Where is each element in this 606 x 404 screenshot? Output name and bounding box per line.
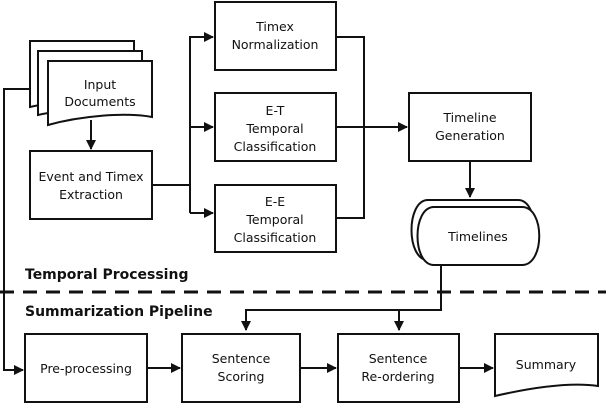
node-ee-temporal-classification: E-E Temporal Classification — [214, 184, 337, 253]
node-label-line: Timex — [255, 19, 294, 34]
node-label-line: Re-ordering — [361, 369, 434, 384]
node-event-timex-extraction: Event and Timex Extraction — [29, 150, 153, 220]
node-summary: Summary — [494, 333, 599, 398]
node-et-temporal-classification: E-T Temporal Classification — [214, 92, 337, 162]
node-label-line: Sentence — [212, 351, 271, 366]
node-label-line: Input — [84, 77, 116, 92]
node-sentence-scoring: Sentence Scoring — [181, 333, 301, 403]
edge-timelines-to-scoring — [241, 265, 442, 331]
node-sentence-reordering: Sentence Re-ordering — [337, 333, 460, 403]
node-label-line: Sentence — [369, 351, 428, 366]
node-timeline-generation: Timeline Generation — [408, 92, 532, 162]
node-label-line: Scoring — [218, 369, 265, 384]
node-label-line: Pre-processing — [40, 361, 132, 376]
edge-input-to-preprocessing — [3, 88, 30, 375]
node-label-line: Normalization — [232, 37, 319, 52]
node-label-line: E-E — [265, 194, 285, 209]
node-label-line: Temporal — [245, 212, 303, 227]
node-timelines: Timelines — [410, 199, 541, 266]
node-label-line: Extraction — [59, 187, 123, 202]
edge-extraction-to-normalization — [189, 32, 214, 213]
section-label-summarization: Summarization Pipeline — [25, 304, 213, 320]
node-label-line: Event and Timex — [38, 169, 143, 184]
node-label-line: Classification — [234, 230, 317, 245]
node-label-line: Classification — [234, 139, 317, 154]
node-label-line: Temporal — [245, 121, 303, 136]
node-timex-normalization: Timex Normalization — [214, 1, 337, 71]
node-input-documents: Input Documents — [29, 40, 153, 127]
node-preprocessing: Pre-processing — [24, 333, 148, 403]
section-label-temporal: Temporal Processing — [25, 267, 188, 283]
node-label-line: E-T — [266, 103, 285, 118]
node-label-line: Generation — [435, 128, 505, 143]
document-page-front — [47, 60, 153, 127]
node-label-line: Summary — [516, 357, 577, 372]
node-label-line: Timelines — [447, 229, 508, 244]
node-label-line: Documents — [64, 94, 135, 109]
storage-shape-front — [416, 206, 541, 266]
node-label-line: Timeline — [442, 110, 496, 125]
